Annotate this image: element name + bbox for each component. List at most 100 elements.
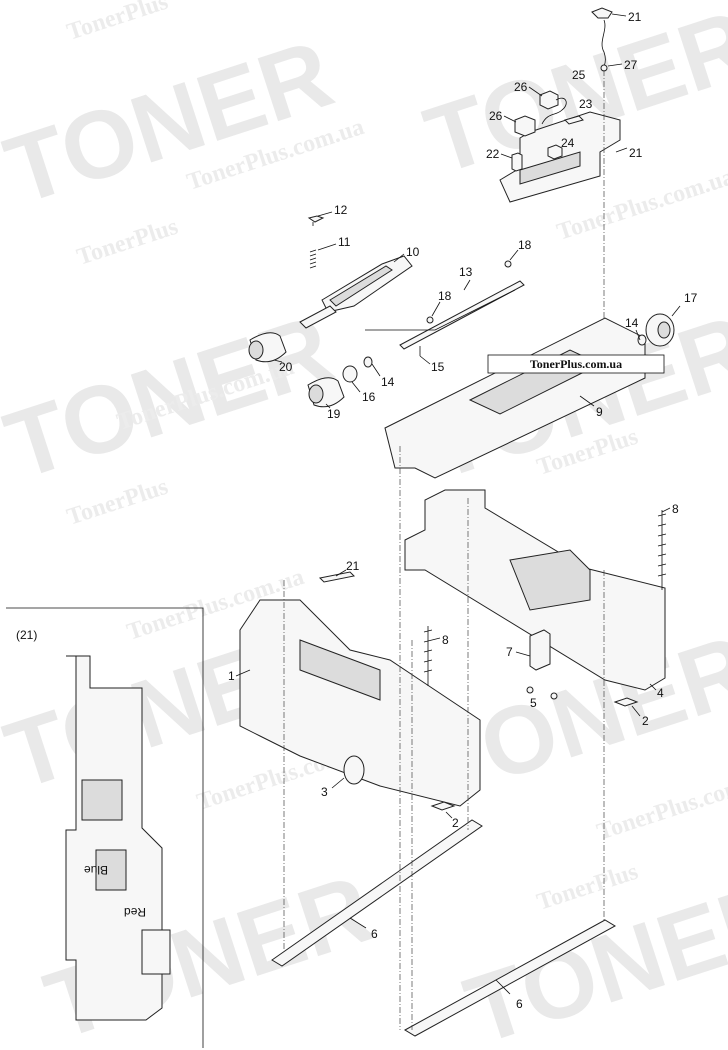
callout-leader [445, 811, 453, 819]
sensor-bracket-assembly [499, 7, 621, 345]
callout-leader [463, 279, 471, 291]
callout-17: 17 [684, 291, 698, 305]
callout-leader [615, 147, 628, 153]
callout-22: 22 [486, 147, 500, 161]
part-14-collar [363, 356, 373, 368]
part-27-wire [601, 19, 606, 67]
housing-assembly [239, 489, 667, 811]
callout-6: 6 [516, 997, 523, 1011]
callout-14: 14 [625, 316, 639, 330]
arrow-label-red: Red [124, 905, 146, 919]
part-26-sensor-top [539, 90, 559, 110]
callout-12: 12 [334, 203, 348, 217]
inset-label: (21) [16, 628, 37, 642]
part-8-spring [657, 510, 667, 590]
part-21-detail-window [81, 779, 123, 821]
arrow-label-blue: Blue [84, 863, 108, 877]
callout-2: 2 [642, 714, 649, 728]
callout-16: 16 [362, 390, 376, 404]
callout-24: 24 [561, 136, 575, 150]
callout-leader [495, 979, 511, 995]
callout-leader [317, 243, 337, 251]
site-badge-text: TonerPlus.com.ua [530, 357, 622, 371]
callout-leader [419, 355, 431, 365]
callout-14: 14 [381, 375, 395, 389]
callout-7: 7 [506, 645, 513, 659]
callout-27: 27 [624, 58, 638, 72]
part-18-clip [504, 260, 512, 268]
callout-leader [509, 249, 519, 261]
part-2-foot [613, 697, 639, 707]
callout-leader [393, 253, 405, 263]
part-10-shaft [299, 305, 337, 329]
assembly-plate-outline [365, 289, 516, 331]
part-8-spring [423, 626, 433, 686]
callout-leader [351, 381, 361, 393]
callout-26: 26 [514, 80, 528, 94]
inset-border [6, 607, 204, 1048]
part-20-roller-hub [248, 340, 264, 360]
part-21-clip [591, 7, 613, 19]
callout-13: 13 [459, 265, 473, 279]
callout-9: 9 [596, 405, 603, 419]
callout-leader [631, 705, 641, 717]
callout-3: 3 [321, 785, 328, 799]
part-13-shaft [399, 280, 525, 350]
callout-leader [671, 305, 681, 317]
part-3-spring-stack [343, 755, 365, 785]
part-17-gear-hub [657, 321, 671, 339]
pickup-roller-assembly [248, 215, 525, 408]
part-21-bracket-face [519, 151, 581, 185]
callout-15: 15 [431, 360, 445, 374]
callout-leader [611, 13, 627, 17]
callout-6: 6 [371, 927, 378, 941]
watermark-brand: TONER [0, 20, 344, 225]
callout-leader [317, 211, 333, 217]
callout-21: 21 [346, 559, 360, 573]
part-6-rail [271, 819, 483, 967]
callout-leader [649, 683, 657, 691]
callout-leader [273, 359, 283, 363]
part-5-screw [526, 686, 534, 694]
callout-leader [661, 507, 671, 513]
callout-leader [331, 777, 345, 789]
callout-leader [515, 651, 531, 657]
inset-panel: (21) Blue Red [6, 607, 204, 1048]
callout-26: 26 [489, 109, 503, 123]
watermark-site: TonerPlus [64, 0, 171, 46]
callout-18: 18 [518, 238, 532, 252]
callout-2: 2 [452, 816, 459, 830]
callout-25: 25 [572, 68, 586, 82]
callout-1: 1 [228, 669, 235, 683]
callout-leader [235, 669, 251, 677]
callout-leader [325, 403, 331, 409]
site-badge [487, 354, 665, 374]
part-23-lever [564, 115, 584, 125]
callout-leader [579, 395, 595, 407]
callout-leader [371, 363, 381, 377]
part-19-roller-hub [308, 384, 324, 404]
callouts: 21 27 25 26 23 26 24 22 21 12 11 10 18 1… [228, 10, 698, 1011]
part-16-gear [342, 365, 358, 383]
watermark-site: TonerPlus.com.ua [594, 764, 728, 846]
callout-leader [500, 153, 513, 159]
part-6-rail [403, 919, 617, 1037]
watermark-site: TonerPlus [74, 214, 181, 271]
part-14-collar [637, 334, 647, 346]
callout-10: 10 [406, 245, 420, 259]
callout-leader [635, 329, 641, 341]
part-25-wire [541, 97, 567, 125]
callout-5: 5 [530, 696, 537, 710]
part-21-detail [65, 655, 163, 1021]
part-10-frame-face [329, 265, 393, 307]
part-26-sensor [514, 115, 536, 137]
callout-21: 21 [629, 146, 643, 160]
callout-19: 19 [327, 407, 341, 421]
callout-8: 8 [442, 633, 449, 647]
part-24-flag [547, 144, 563, 160]
part-21-clip [318, 571, 356, 583]
callout-leader [431, 301, 441, 317]
rail-parts [271, 446, 617, 1037]
callout-20: 20 [279, 360, 293, 374]
callout-8: 8 [672, 502, 679, 516]
